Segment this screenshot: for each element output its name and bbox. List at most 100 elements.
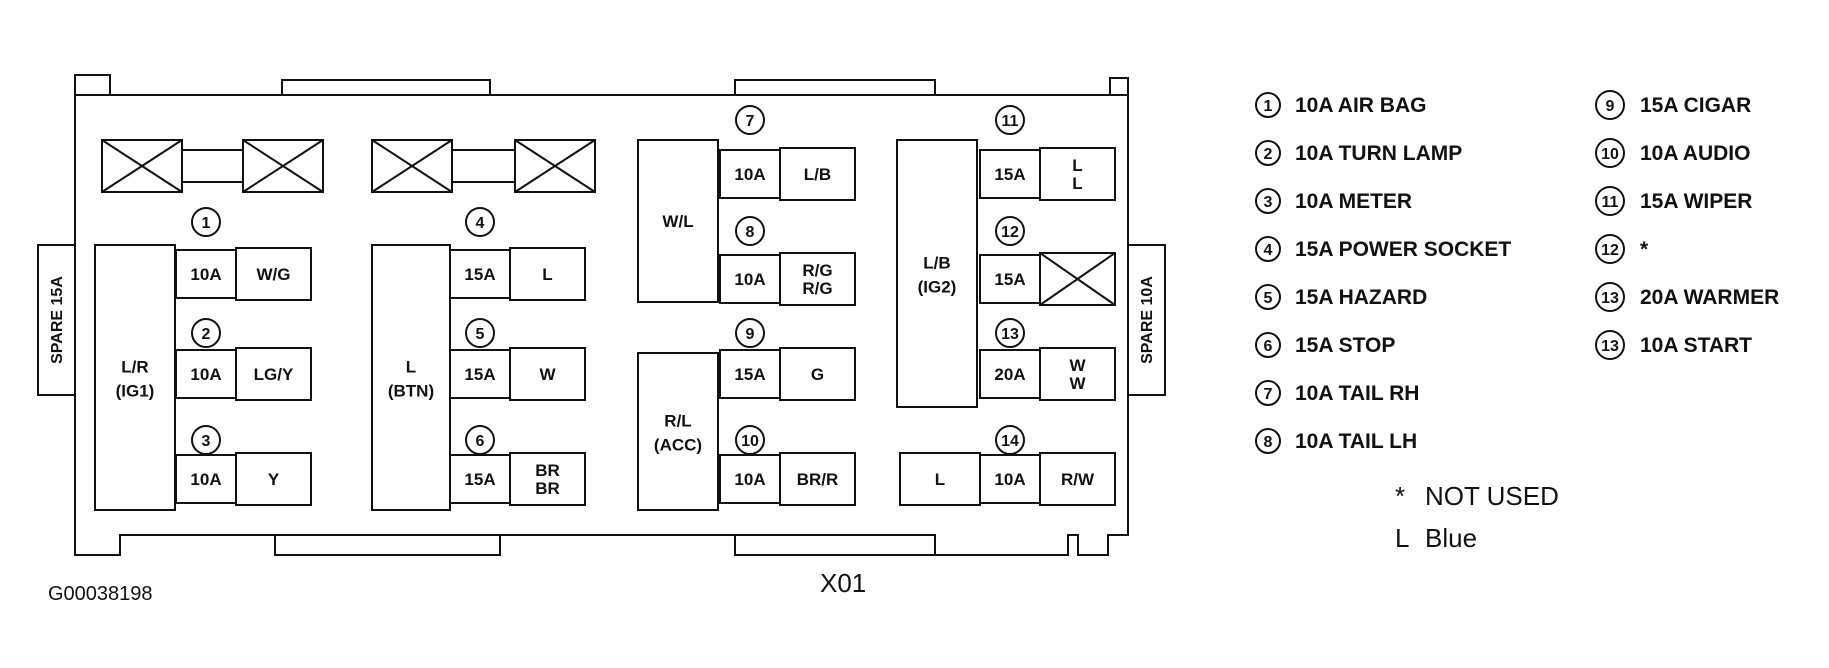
blank-x-line (242, 139, 324, 193)
fuse-wire-color: W (1069, 356, 1086, 375)
fuse-wire-box (779, 452, 856, 506)
fuse-amp-box (979, 149, 1041, 199)
spare-right-label: SPARE 10A (1139, 276, 1156, 364)
bottom-tab-right (734, 534, 936, 556)
fuse-wire-box (779, 147, 856, 201)
fuse-amp: 10A (734, 470, 765, 489)
fuse-wire-box (1039, 147, 1116, 201)
fuse-number-circle (995, 216, 1025, 246)
fuse-amp: 15A (994, 165, 1025, 184)
bottom-tab-left (274, 534, 501, 556)
legend-text: 15A HAZARD (1295, 286, 1427, 309)
relays-group: L/R(IG1)L(BTN)W/LR/L(ACC)L/B(IG2) (94, 139, 978, 511)
fuse-number-circle (735, 216, 765, 246)
fuse-amp: 10A (734, 165, 765, 184)
fuse-number-circle (735, 318, 765, 348)
fuse-amp: 15A (464, 470, 495, 489)
fuse-wire-box (1039, 452, 1116, 506)
fuse-wire-box (235, 347, 312, 401)
legend-number: 6 (1264, 338, 1273, 355)
legend-number: 9 (1606, 98, 1615, 115)
legend-number: 13 (1601, 290, 1619, 307)
relay-label: (IG2) (918, 278, 957, 297)
fuse-number-circle (191, 207, 221, 237)
note-symbol: * (1395, 481, 1405, 511)
legend-number: 2 (1264, 146, 1273, 163)
legend-number-circle (1595, 282, 1625, 312)
fuse-amp: 10A (994, 470, 1025, 489)
relay-label: L (406, 358, 416, 377)
fuse-number: 11 (1002, 113, 1019, 130)
fuse-wire-color: LG/Y (254, 365, 294, 384)
legend-number-circle (1255, 188, 1281, 214)
legend-number: 13 (1601, 338, 1619, 355)
fuse-amp: 20A (994, 365, 1025, 384)
fuse-number: 12 (1001, 224, 1019, 241)
blank-x-line (101, 139, 183, 193)
fuse-amp: 15A (994, 270, 1025, 289)
fuse-number: 4 (476, 215, 485, 232)
fuse-amp: 15A (464, 265, 495, 284)
legend-number-circle (1255, 284, 1281, 310)
fuse-number-circle (995, 318, 1025, 348)
fuse-wire-color: G (811, 365, 824, 384)
fuse-wire-box (779, 252, 856, 306)
blank-x-line (1039, 252, 1116, 306)
fuse-number: 10 (741, 433, 759, 450)
legend-number-circle (1255, 140, 1281, 166)
fuse-number: 5 (476, 326, 485, 343)
diagram-id: G00038198 (48, 583, 153, 605)
fuse-wire-color: L (542, 265, 552, 284)
legend-number-circle (1595, 186, 1625, 216)
fuse-number-circle (465, 318, 495, 348)
legend-text: 15A CIGAR (1640, 94, 1751, 117)
fuse-number: 7 (746, 113, 755, 130)
fuse-left-wire-color: L (935, 470, 945, 489)
fuse-wire-color: L (1072, 156, 1082, 175)
legend-number: 10 (1601, 146, 1619, 163)
blank-x-line (371, 139, 453, 193)
legend-number-circle (1255, 380, 1281, 406)
legend-number: 5 (1264, 290, 1273, 307)
fuse-number-circle (191, 318, 221, 348)
fuse-wire-box (1039, 347, 1116, 401)
relay-box (94, 244, 176, 511)
fuse-wire-color: L (1072, 174, 1082, 193)
legend-text: 10A TURN LAMP (1295, 142, 1462, 165)
legend-number: 1 (1264, 98, 1273, 115)
legend-text: 10A AIR BAG (1295, 94, 1426, 117)
fuse-wire-color: R/W (1061, 470, 1095, 489)
fuse-number: 14 (1001, 433, 1019, 450)
fuse-wire-color: Y (268, 470, 280, 489)
relay-label: (BTN) (388, 382, 434, 401)
fuse-amp-box (979, 454, 1041, 504)
fuse-wire-box (509, 347, 586, 401)
fuse-wire-box (235, 452, 312, 506)
top-tab-left (281, 79, 491, 96)
legend-text: 15A STOP (1295, 334, 1395, 357)
blank-x-line (514, 139, 596, 193)
fuse-number: 6 (476, 433, 485, 450)
relay-box (371, 244, 451, 511)
fuse-number: 2 (202, 326, 211, 343)
blank-connector (181, 149, 244, 183)
relay-box (637, 139, 719, 303)
relay-label: R/L (664, 412, 691, 431)
fuse-wire-box (509, 452, 586, 506)
fuse-amp: 10A (190, 365, 221, 384)
relay-label: W/L (662, 212, 693, 231)
note-text: Blue (1425, 523, 1477, 553)
legend-text: * (1640, 238, 1649, 261)
legend-text: 10A TAIL LH (1295, 430, 1417, 453)
fuse-wire-color: L/B (804, 165, 831, 184)
legend-number-circle (1255, 236, 1281, 262)
legend-text: 10A AUDIO (1640, 142, 1750, 165)
fuse-amp: 10A (190, 265, 221, 284)
blank-slots-group (101, 139, 596, 193)
fuse-number-circle (735, 105, 765, 135)
fuse-wire-box (509, 247, 586, 301)
note-symbol: L (1395, 523, 1409, 553)
